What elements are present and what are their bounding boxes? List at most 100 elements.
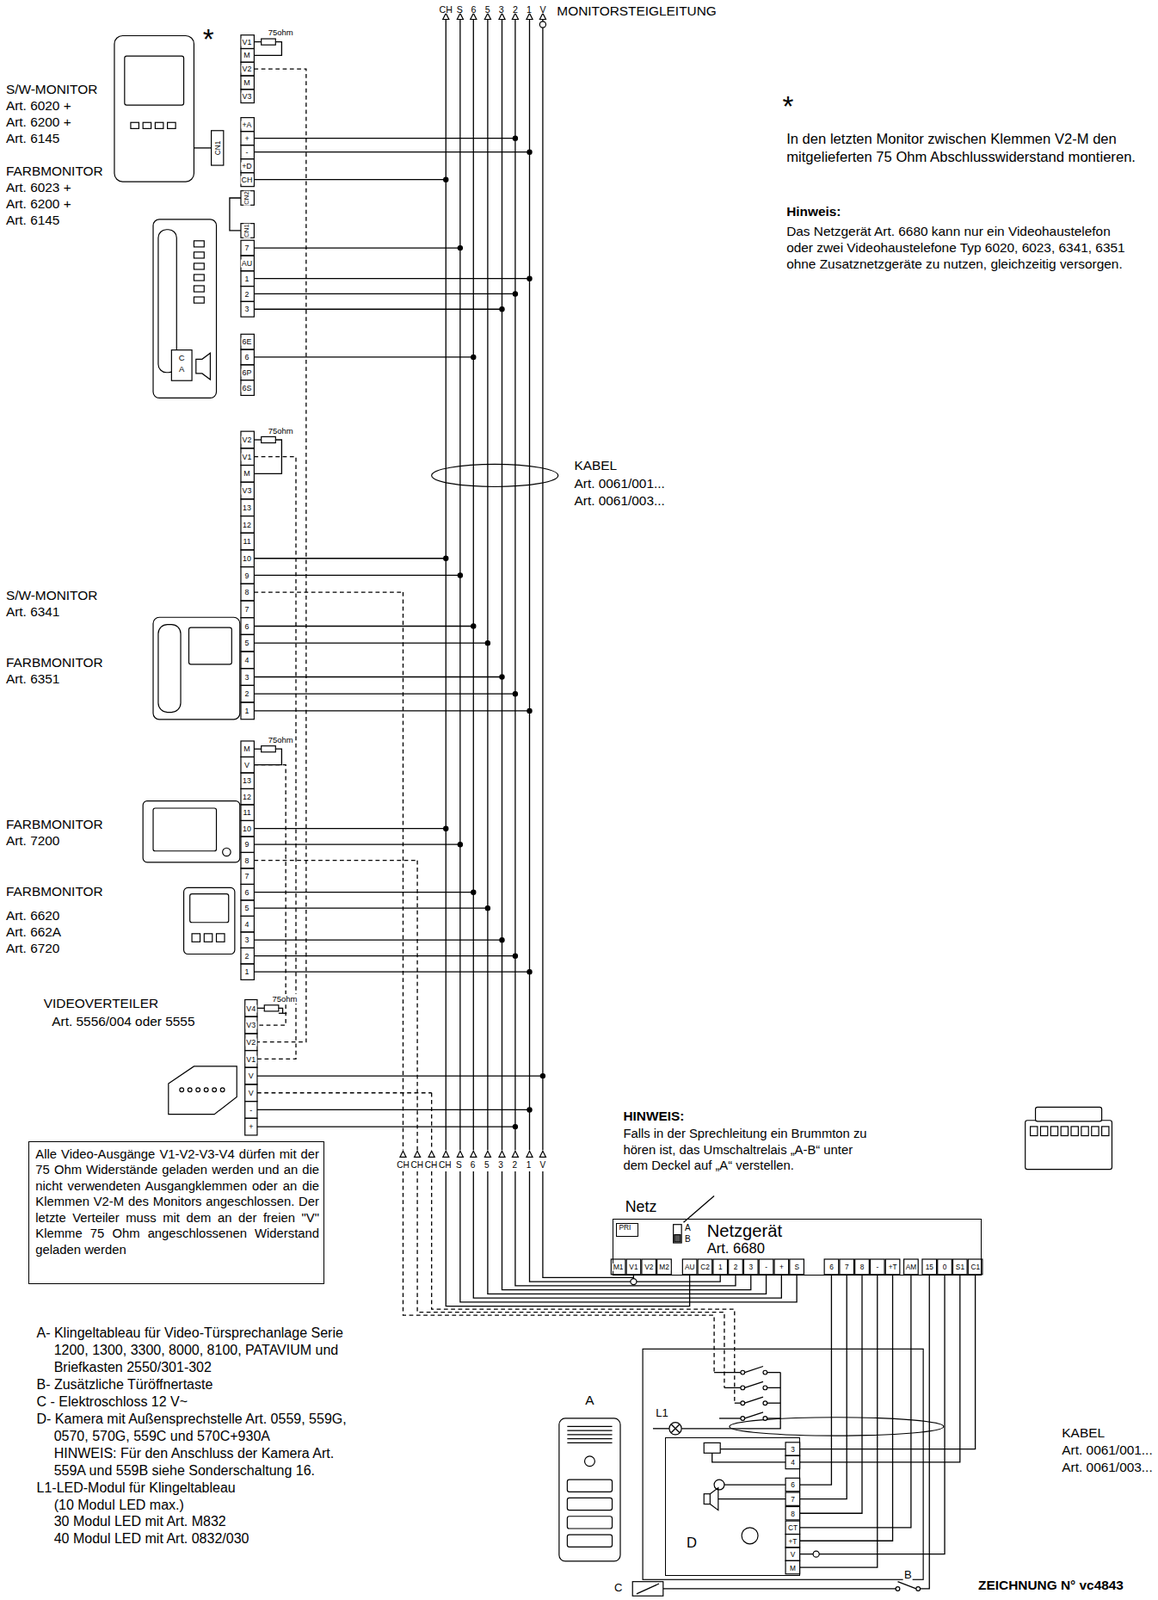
call-button (566, 1478, 612, 1491)
cable (193, 147, 211, 148)
terminal-label: 6 (789, 1480, 796, 1488)
junction-dot (527, 1107, 532, 1112)
terminal-cell (728, 1258, 744, 1275)
terminal-cell (240, 286, 254, 302)
contact (916, 1586, 921, 1591)
terminal-cell (240, 804, 254, 820)
video-wire (417, 1170, 725, 1387)
wire (767, 1386, 781, 1388)
riser-arrow (456, 12, 463, 19)
terminal-label: 7 (843, 1262, 851, 1270)
terminal-label: - (248, 1105, 253, 1114)
terminal-cell (240, 788, 254, 804)
terminal-label: 3 (244, 672, 251, 681)
terminal-cell (785, 1491, 801, 1505)
terminal-label: +A (240, 120, 253, 129)
text-label: C - Elektroschloss 12 V~ (36, 1392, 190, 1410)
terminal-label: M1 (612, 1262, 625, 1270)
terminal-label: AU (240, 259, 253, 268)
terminal-cell (240, 301, 254, 317)
terminal-cell (240, 819, 254, 836)
terminal-cell (245, 999, 258, 1017)
terminal-cell (240, 465, 254, 483)
terminal-label: V1 (241, 452, 253, 461)
resistor-75ohm (261, 38, 277, 45)
terminal-cell (240, 583, 254, 601)
terminal-label: 1 (244, 707, 251, 715)
text-label: Art. 6351 (5, 671, 62, 688)
terminal-label: 15 (924, 1262, 935, 1270)
connector-cn1 (211, 130, 224, 166)
terminal-label: CH (437, 1160, 453, 1170)
text-label: L1-LED-Modul für Klingeltableau (36, 1478, 237, 1496)
terminal-label: 1 (717, 1262, 724, 1270)
wire (253, 939, 502, 941)
junction-dot (527, 149, 532, 154)
terminal-cell (713, 1258, 728, 1275)
wire (720, 1447, 786, 1449)
wire (767, 1371, 781, 1373)
terminal-label: V3 (241, 92, 253, 100)
terminal-label: + (247, 1122, 254, 1131)
text-label: HINWEIS: (622, 1108, 685, 1125)
terminal-label: 3 (498, 4, 506, 14)
coax-marker (630, 1278, 637, 1285)
video-distributor (168, 1065, 237, 1115)
text-label: Art. 6620 (5, 907, 62, 924)
terminal-label: M (242, 745, 251, 753)
terminal-label: 8 (244, 588, 251, 597)
riser-arrow (470, 1150, 477, 1157)
terminal-label: 12 (241, 520, 253, 529)
wire (800, 1275, 912, 1528)
switch-lever (745, 1366, 764, 1373)
terminal-label: B (903, 1568, 913, 1580)
terminal-label: V (243, 760, 251, 769)
terminal-cell (245, 1101, 258, 1119)
wire (712, 1452, 786, 1462)
junction-dot (443, 825, 449, 831)
terminal-label: 6 (828, 1262, 835, 1270)
text-label: S/W-MONITOR (5, 587, 99, 604)
contact (763, 1400, 768, 1405)
resistor-lead (253, 438, 261, 440)
riser-wire (486, 19, 488, 1151)
speaker-symbol (196, 352, 211, 380)
contact (740, 1369, 746, 1374)
terminal-cell (240, 380, 254, 396)
terminal-label: AU (683, 1262, 697, 1270)
wire (800, 1275, 863, 1513)
box-title: Netzgerät (707, 1219, 783, 1241)
text-label: Art. 6145 (5, 212, 62, 229)
riser-wire (501, 19, 503, 1151)
terminal-label: 3 (244, 936, 251, 944)
text-label: Art. 0061/003... (572, 492, 666, 510)
riser-wire (460, 1170, 797, 1302)
text-label: FARBMONITOR (5, 654, 105, 672)
call-button (566, 1533, 612, 1547)
terminal-cell (240, 159, 254, 173)
resistor-75ohm (264, 1004, 279, 1011)
wire (253, 827, 446, 829)
wire (767, 1416, 781, 1418)
terminal-label: 3 (497, 1160, 505, 1170)
terminal-label: AM (905, 1262, 918, 1270)
wire-connector (800, 1275, 832, 1485)
terminal-cell (240, 947, 254, 963)
switch-lever (897, 1581, 916, 1589)
switch-lever (745, 1396, 764, 1403)
terminal-label: +T (787, 1537, 798, 1545)
wire (800, 1275, 961, 1462)
terminal-label: V3 (241, 486, 253, 495)
wire (652, 1427, 670, 1429)
terminal-cell (245, 1066, 258, 1085)
terminal-label: +D (240, 161, 253, 170)
resistor-lead (253, 748, 261, 750)
monitor-button (142, 122, 151, 129)
riser-arrow (511, 12, 518, 19)
terminal-cell (839, 1258, 855, 1275)
terminal-label: CN1 (243, 222, 251, 238)
text-label: Falls in der Sprechleitung ein Brummton … (622, 1125, 869, 1174)
handset-button (193, 296, 204, 303)
distributor-terminal (187, 1087, 192, 1092)
text-label: HINWEIS: Für den Anschluss der Kamera Ar… (53, 1444, 335, 1461)
